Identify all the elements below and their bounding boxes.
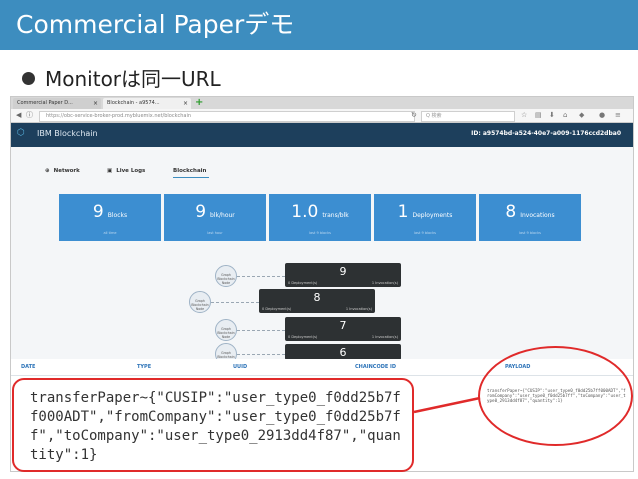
column-header-uuid[interactable]: UUID <box>233 364 248 370</box>
bullet-text: Monitorは同一URL <box>45 67 221 91</box>
tab-network[interactable]: ⊕Network <box>45 168 80 174</box>
tab-live-logs[interactable]: ▣Live Logs <box>107 168 145 174</box>
node-icon[interactable]: Graph Blockchain Node <box>215 319 237 341</box>
stat-value: 9 <box>195 202 207 222</box>
highlight-ellipse <box>478 346 633 446</box>
home-icon[interactable]: ⌂ <box>563 111 568 119</box>
stat-value: 9 <box>92 202 104 222</box>
stat-sub: last 9 blocks <box>519 231 541 235</box>
block-number: 7 <box>339 319 347 332</box>
url-input[interactable]: https://obc-service-broker-prod.mybluemi… <box>39 111 415 122</box>
tab-blockchain-view[interactable]: Blockchain <box>173 168 206 174</box>
new-tab-button[interactable]: + <box>195 97 204 108</box>
tab-live-logs-label: Live Logs <box>116 168 146 174</box>
block-number: 6 <box>339 346 347 359</box>
block-number: 9 <box>339 265 347 278</box>
block-card-8[interactable]: 8 0 Deployment(s) 1 Invocation(s) <box>259 289 375 313</box>
reload-icon[interactable]: ↻ <box>411 111 417 119</box>
app-header: ⬡ IBM Blockchain ID: a9574bd-a524-40e7-a… <box>11 123 633 147</box>
stat-unit: Blocks <box>107 212 128 219</box>
stat-unit: Deployments <box>412 212 453 219</box>
column-header-date[interactable]: DATE <box>21 364 36 370</box>
stat-value: 1 <box>397 202 409 222</box>
tab-blockchain-label: Blockchain <box>173 168 207 174</box>
reading-list-icon[interactable]: ▤ <box>535 111 542 119</box>
stat-value: 8 <box>505 202 517 222</box>
network-id: ID: a9574bd-a524-40e7-a009-1176ccd2dba0 <box>471 130 621 137</box>
tab-label: Commercial Paper D... <box>17 100 73 106</box>
menu-icon[interactable]: ≡ <box>615 111 621 119</box>
block-card-6[interactable]: 6 <box>285 344 401 360</box>
chat-icon[interactable]: ● <box>599 111 606 119</box>
app-name: IBM Blockchain <box>37 129 98 138</box>
block-deployments: 0 Deployment(s) <box>262 307 292 311</box>
close-icon[interactable]: × <box>182 100 188 107</box>
blockchain-logo-icon: ⬡ <box>17 128 25 138</box>
tab-label: Blockchain - a9574... <box>107 100 160 106</box>
chain-link <box>237 354 285 355</box>
block-invocations: 1 Invocation(s) <box>345 307 372 311</box>
info-icon[interactable]: ⓘ <box>26 111 33 119</box>
stat-unit: trans/blk <box>322 212 349 219</box>
stat-unit: Invocations <box>520 212 555 219</box>
stat-unit: blk/hour <box>210 212 235 219</box>
node-icon[interactable]: Graph Blockchain Node <box>189 291 211 313</box>
tab-strip: Commercial Paper D... × Blockchain - a95… <box>11 97 633 109</box>
back-icon[interactable]: ◀ <box>16 111 22 119</box>
block-card-7[interactable]: 7 0 Deployment(s) 1 Invocation(s) <box>285 317 401 341</box>
block-invocations: 1 Invocation(s) <box>371 281 398 285</box>
url-bar: ◀ ⓘ https://obc-service-broker-prod.mybl… <box>11 109 633 123</box>
globe-icon: ⊕ <box>45 168 50 174</box>
column-header-type[interactable]: TYPE <box>137 364 152 370</box>
active-tab-indicator <box>173 177 209 178</box>
document-icon: ▣ <box>107 168 113 174</box>
stat-value: 1.0 <box>291 202 319 222</box>
tab-blockchain[interactable]: Blockchain - a9574... × <box>103 98 191 109</box>
payload-callout <box>12 378 414 472</box>
download-icon[interactable]: ⬇ <box>549 111 555 119</box>
block-card-9[interactable]: 9 0 Deployment(s) 1 Invocation(s) <box>285 263 401 287</box>
block-invocations: 1 Invocation(s) <box>371 335 398 339</box>
tab-network-label: Network <box>53 168 80 174</box>
stat-sub: last 9 blocks <box>414 231 436 235</box>
bookmark-star-icon[interactable]: ☆ <box>521 111 528 119</box>
block-deployments: 0 Deployment(s) <box>288 281 318 285</box>
slide-bullet: Monitorは同一URL <box>22 63 221 92</box>
search-input[interactable]: Q 検索 <box>421 111 515 122</box>
block-number: 8 <box>313 291 321 304</box>
stat-sub: last hour <box>207 231 223 235</box>
slide-title: Commercial Paperデモ <box>0 0 638 50</box>
payload-zoomed-text: transferPaper~{"CUSIP":"user_type0_f0dd2… <box>30 390 401 463</box>
column-header-chaincode-id[interactable]: CHAINCODE ID <box>355 364 397 370</box>
shield-icon[interactable]: ◆ <box>579 111 585 119</box>
chain-link <box>237 276 285 277</box>
chain-link <box>237 330 285 331</box>
bullet-dot <box>22 72 35 85</box>
chain-link <box>211 302 259 303</box>
node-icon[interactable]: Graph Blockchain Node <box>215 265 237 287</box>
stat-sub: all time <box>103 231 117 235</box>
close-icon[interactable]: × <box>92 100 98 107</box>
block-deployments: 0 Deployment(s) <box>288 335 318 339</box>
tab-commercial-paper[interactable]: Commercial Paper D... × <box>13 98 101 109</box>
stat-sub: last 9 blocks <box>309 231 331 235</box>
